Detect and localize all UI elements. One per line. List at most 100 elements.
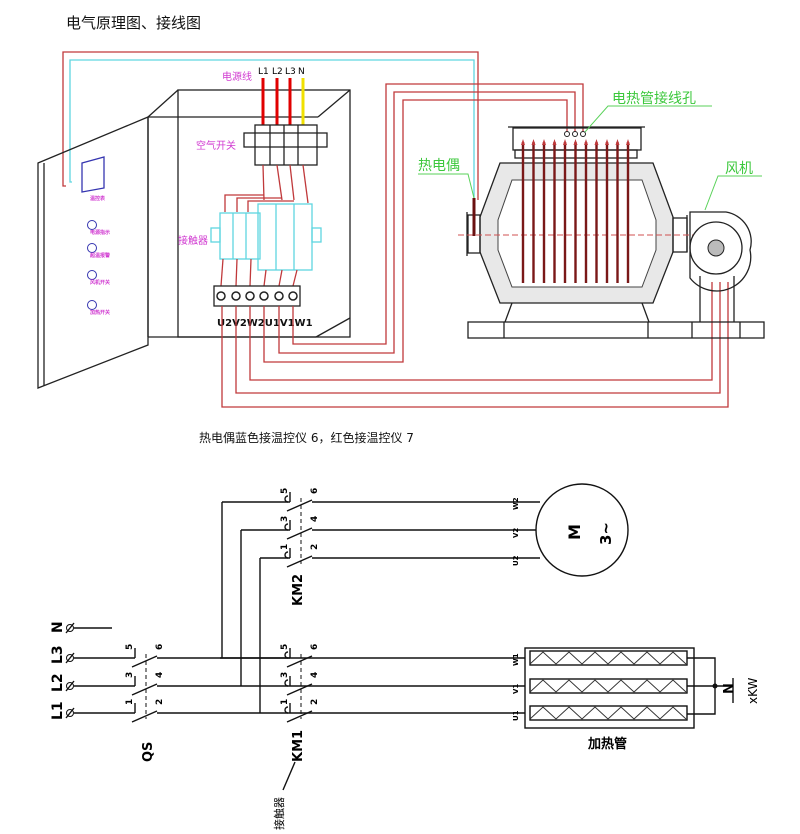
km1-contact-arc <box>284 679 289 687</box>
km2-contact-arc <box>284 551 289 559</box>
rod-tip <box>573 139 578 145</box>
km2-contact-terminal-in: 5 <box>280 488 290 494</box>
phase-label: L3 <box>285 67 296 77</box>
contactor-label-schematic: 接触器 <box>272 797 286 830</box>
door-label: 电源指示 <box>90 229 110 236</box>
heating-rods <box>521 139 630 283</box>
rod-tip <box>584 139 588 145</box>
thermocouple-callout: 热电偶 <box>418 158 460 174</box>
km1-contact-terminal-out: 6 <box>310 644 320 650</box>
terminal-block <box>213 285 301 307</box>
contactor-label: 接触器 <box>178 234 208 247</box>
page-title: 电气原理图、接线图 <box>66 14 201 32</box>
terminal-screw <box>274 291 284 301</box>
km1-contact-terminal-in: 3 <box>280 672 290 678</box>
heater-terminal-label: W1 <box>512 653 520 666</box>
heater-box <box>524 647 695 729</box>
rod-tip <box>605 139 609 145</box>
km2-contact-terminal-in: 1 <box>280 544 290 550</box>
km1-contact-arc <box>284 651 289 659</box>
motor-terminal-label: U2 <box>512 555 520 566</box>
indicator-lamp <box>87 220 97 230</box>
terminal-slash <box>65 680 75 692</box>
wiring-hole <box>580 131 586 137</box>
km2-contact-blade <box>286 527 313 540</box>
wiring-hole <box>564 131 570 137</box>
air-heater <box>458 126 765 339</box>
rod-tip <box>531 139 536 145</box>
qs-label: QS <box>141 742 156 762</box>
door-label: 风机开关 <box>90 279 110 286</box>
phase-label: N <box>298 67 305 77</box>
motor-symbol: M <box>565 524 584 540</box>
km2-contact-terminal-out: 6 <box>310 488 320 494</box>
input-terminal <box>66 682 74 690</box>
indicator-lamp <box>87 270 97 280</box>
heater-power-label: xKW <box>746 677 760 704</box>
km2-contact-arc <box>284 495 289 503</box>
qs-contact-terminal-out: 4 <box>155 672 165 678</box>
km2-label: KM2 <box>291 574 306 606</box>
km1-contact-blade <box>286 683 313 696</box>
km1-contact-blade <box>286 655 313 668</box>
heating-tube <box>529 705 688 721</box>
rod-tip <box>552 139 557 145</box>
km1-contact-terminal-in: 1 <box>280 699 290 705</box>
wiring-holes <box>564 131 586 137</box>
temperature-controller <box>81 156 105 193</box>
input-terminal <box>66 624 74 632</box>
input-label-l3: L3 <box>50 645 66 664</box>
terminal-screw <box>288 291 298 301</box>
contactor-km2 <box>210 212 261 260</box>
terminal-screw <box>231 291 241 301</box>
heating-coil <box>529 679 687 693</box>
rod-tip <box>563 139 567 145</box>
heating-coil <box>529 706 687 720</box>
input-label-l2: L2 <box>50 673 66 692</box>
rod-tip <box>594 139 599 145</box>
qs-contact-terminal-in: 5 <box>125 644 135 650</box>
wiring-hole <box>572 131 578 137</box>
rod-tip <box>542 139 546 145</box>
heater-neutral-label: N <box>722 683 737 694</box>
motor-terminal-label: V2 <box>512 528 520 538</box>
door-label: 超温报警 <box>89 252 110 259</box>
km1-contact-terminal-in: 5 <box>280 644 290 650</box>
qs-contact-terminal-in: 3 <box>125 672 135 678</box>
heater-hole-callout: 电热管接线孔 <box>612 90 696 107</box>
qs-contact-blade <box>131 655 158 668</box>
input-terminal <box>66 654 74 662</box>
rod-tip <box>615 139 620 145</box>
qs-contact-blade <box>131 683 158 696</box>
km1-contact-terminal-out: 2 <box>310 699 320 705</box>
terminal-slash <box>65 622 75 634</box>
km2-contact-blade <box>286 499 313 512</box>
phase-label: L1 <box>258 67 269 77</box>
terminal-label: U2V2W2U1V1W1 <box>217 318 313 329</box>
km2-contact-terminal-out: 2 <box>310 544 320 550</box>
terminal-screw <box>245 291 255 301</box>
heating-tube <box>529 678 688 694</box>
terminal-slash <box>65 707 75 719</box>
cabinet-door[interactable] <box>37 116 149 389</box>
heater-label: 加热管 <box>587 736 627 752</box>
air-breaker <box>243 124 328 166</box>
heater-wires <box>263 83 584 363</box>
heater-terminal-label: U1 <box>512 710 520 721</box>
fan-callout: 风机 <box>725 161 753 177</box>
breaker-label: 空气开关 <box>196 139 236 152</box>
terminal-slash <box>65 652 75 664</box>
km1-contact-arc <box>284 706 289 714</box>
km2-contact-terminal-in: 3 <box>280 516 290 522</box>
km2-contact-blade <box>286 555 313 568</box>
km2-contact-terminal-out: 4 <box>310 516 320 522</box>
door-label: 加热开关 <box>89 309 110 316</box>
km1-label: KM1 <box>291 730 306 762</box>
qs-contact-terminal-out: 6 <box>155 644 165 650</box>
indicator-lamp <box>87 243 97 253</box>
thermocouple-cyan-wire <box>69 59 475 200</box>
fan <box>689 211 752 322</box>
terminal-screw <box>259 291 269 301</box>
qs-contact-terminal-in: 1 <box>125 699 135 705</box>
